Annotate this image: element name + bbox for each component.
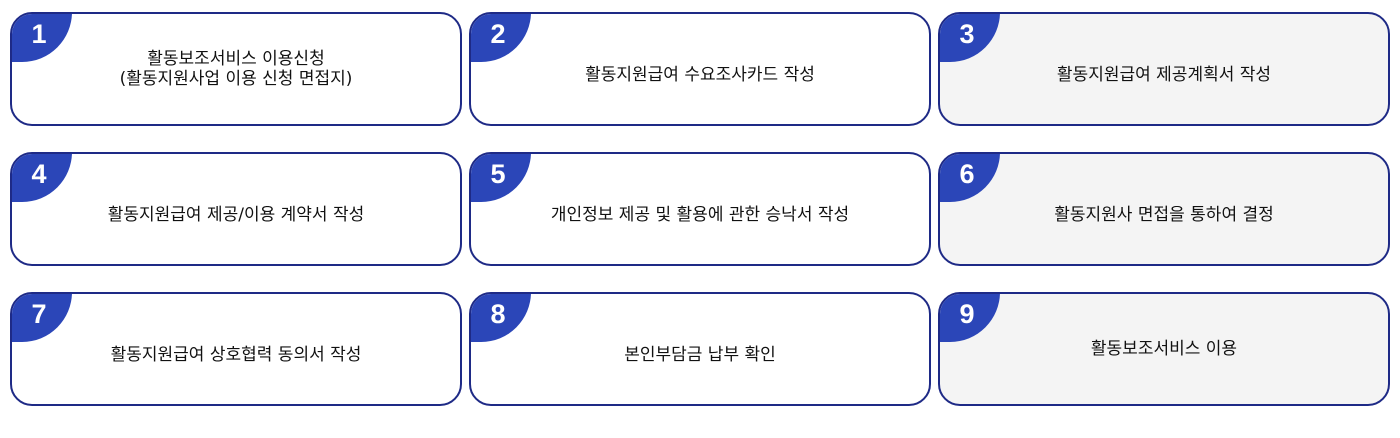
step-card-2: 2 활동지원급여 수요조사카드 작성 <box>469 12 931 126</box>
step-label: 활동보조서비스 이용 <box>1090 338 1238 359</box>
step-card-1: 1 활동보조서비스 이용신청 (활동지원사업 이용 신청 면접지) <box>10 12 462 126</box>
step-label: 활동보조서비스 이용신청 (활동지원사업 이용 신청 면접지) <box>119 48 353 89</box>
step-card-7: 7 활동지원급여 상호협력 동의서 작성 <box>10 292 462 406</box>
step-card-3: 3 활동지원급여 제공계획서 작성 <box>938 12 1390 126</box>
step-card-9: 9 활동보조서비스 이용 <box>938 292 1390 406</box>
step-card-8: 8 본인부담금 납부 확인 <box>469 292 931 406</box>
step-label: 활동지원급여 제공계획서 작성 <box>1056 64 1272 85</box>
step-number-badge: 1 <box>12 14 72 62</box>
step-label: 활동지원급여 수요조사카드 작성 <box>585 64 815 85</box>
step-card-5: 5 개인정보 제공 및 활용에 관한 승낙서 작성 <box>469 152 931 266</box>
step-label: 활동지원사 면접을 통하여 결정 <box>1054 204 1274 225</box>
step-card-4: 4 활동지원급여 제공/이용 계약서 작성 <box>10 152 462 266</box>
step-label: 개인정보 제공 및 활용에 관한 승낙서 작성 <box>550 204 850 225</box>
step-number-badge: 2 <box>471 14 531 62</box>
process-steps-grid: 1 활동보조서비스 이용신청 (활동지원사업 이용 신청 면접지) 2 활동지원… <box>10 12 1390 406</box>
step-card-6: 6 활동지원사 면접을 통하여 결정 <box>938 152 1390 266</box>
step-label: 본인부담금 납부 확인 <box>624 344 776 365</box>
step-label: 활동지원급여 제공/이용 계약서 작성 <box>107 204 365 225</box>
step-label: 활동지원급여 상호협력 동의서 작성 <box>110 344 362 365</box>
